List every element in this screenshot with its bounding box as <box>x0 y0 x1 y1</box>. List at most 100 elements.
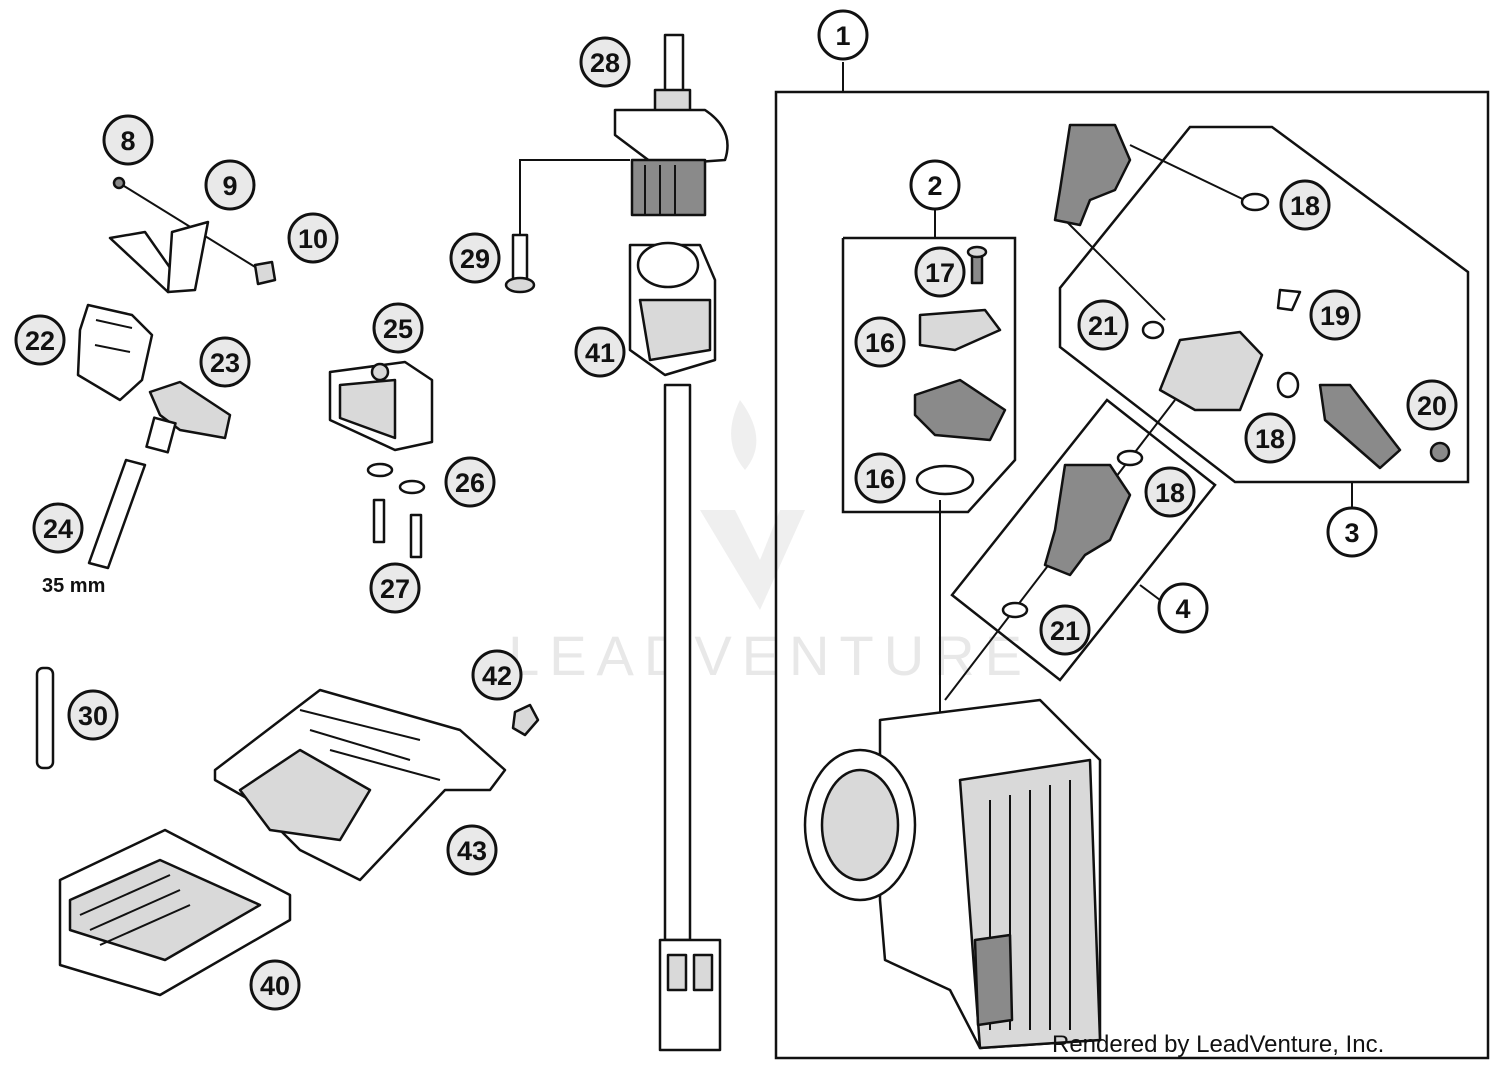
callout-number: 17 <box>925 258 955 288</box>
callout-circle <box>1157 582 1209 634</box>
callout-18: 18 <box>1144 466 1196 518</box>
callout-circle <box>1406 379 1458 431</box>
callout-number: 23 <box>210 348 240 378</box>
bracket-assembly <box>108 176 277 294</box>
leadventure-watermark: LEADVENTURE <box>508 400 1032 687</box>
callout-23: 23 <box>199 336 251 388</box>
callout-circle <box>1039 604 1091 656</box>
callout-number: 1 <box>835 21 850 51</box>
callout-18: 18 <box>1244 412 1296 464</box>
callout-30: 30 <box>67 689 119 741</box>
callout-24: 24 <box>32 502 84 554</box>
callout-26: 26 <box>444 456 496 508</box>
callout-number: 20 <box>1417 391 1447 421</box>
bracket-screw <box>511 703 540 737</box>
fuel-injector-lower <box>1001 449 1144 619</box>
callout-circle <box>372 302 424 354</box>
callout-22: 22 <box>14 314 66 366</box>
callout-layer: 1234891016161718181819202121222324252627… <box>14 9 1458 1011</box>
callout-number: 41 <box>585 338 615 368</box>
control-module <box>328 360 434 452</box>
callout-17: 17 <box>914 246 966 298</box>
callout-number: 18 <box>1155 478 1185 508</box>
callout-circle <box>854 452 906 504</box>
callout-circle <box>854 316 906 368</box>
callout-circle <box>471 649 523 701</box>
throttle-body <box>803 698 1102 1050</box>
callout-8: 8 <box>102 114 154 166</box>
callout-number: 2 <box>927 171 942 201</box>
callout-number: 30 <box>78 701 108 731</box>
assembly-2-frame <box>841 210 1017 514</box>
callout-number: 29 <box>460 244 490 274</box>
ecu-bracket <box>213 688 507 882</box>
callout-number: 22 <box>25 326 55 356</box>
callout-1: 1 <box>817 9 869 61</box>
rubber-strap <box>35 666 55 770</box>
callout-number: 16 <box>865 328 895 358</box>
callout-circle <box>817 9 869 61</box>
callout-circle <box>369 562 421 614</box>
callout-10: 10 <box>287 212 339 264</box>
pressure-sensor <box>1158 288 1451 470</box>
callout-20: 20 <box>1406 379 1458 431</box>
callout-42: 42 <box>471 649 523 701</box>
callout-number: 42 <box>482 661 512 691</box>
callout-number: 3 <box>1344 518 1359 548</box>
callout-number: 27 <box>380 574 410 604</box>
sensor-bolt <box>504 159 630 294</box>
callout-9: 9 <box>204 159 256 211</box>
callout-number: 43 <box>457 836 487 866</box>
callout-3: 3 <box>1326 506 1378 558</box>
callout-circle <box>249 959 301 1011</box>
callout-circle <box>1309 289 1361 341</box>
callout-circle <box>914 246 966 298</box>
fuel-injector-upper <box>1053 123 1270 340</box>
callout-circle <box>1144 466 1196 518</box>
callout-circle <box>909 159 961 211</box>
callout-number: 24 <box>43 514 73 544</box>
callout-27: 27 <box>369 562 421 614</box>
position-sensor <box>613 33 729 217</box>
callout-28: 28 <box>579 36 631 88</box>
vacuum-hose <box>87 458 147 570</box>
callout-4: 4 <box>1157 582 1209 634</box>
washers <box>366 462 426 495</box>
callout-circle <box>1077 299 1129 351</box>
callout-number: 21 <box>1088 311 1118 341</box>
callout-circle <box>67 689 119 741</box>
callout-number: 9 <box>222 171 237 201</box>
callout-circle <box>1279 179 1331 231</box>
callout-circle <box>287 212 339 264</box>
callout-number: 26 <box>455 468 485 498</box>
callout-number: 21 <box>1050 616 1080 646</box>
dimension-label: 35 mm <box>42 575 105 597</box>
assembly-3-frame <box>1058 125 1470 508</box>
callout-number: 8 <box>120 126 135 156</box>
callout-16: 16 <box>854 452 906 504</box>
credit-text: Rendered by LeadVenture, Inc. <box>1052 1031 1384 1058</box>
callout-circle <box>446 824 498 876</box>
callout-circle <box>204 159 256 211</box>
callout-circle <box>574 326 626 378</box>
assembly-4-frame <box>950 398 1217 682</box>
callout-circle <box>102 114 154 166</box>
callout-41: 41 <box>574 326 626 378</box>
callout-number: 10 <box>298 224 328 254</box>
callout-circle <box>1326 506 1378 558</box>
callout-43: 43 <box>446 824 498 876</box>
assembly-1-frame <box>774 62 1490 1060</box>
callout-number: 18 <box>1290 191 1320 221</box>
tps-assembly <box>913 245 1007 496</box>
callout-2: 2 <box>909 159 961 211</box>
map-sensor <box>145 380 232 454</box>
callout-circle <box>32 502 84 554</box>
callout-29: 29 <box>449 232 501 284</box>
callout-21: 21 <box>1039 604 1091 656</box>
watermark-text: LEADVENTURE <box>508 624 1032 687</box>
mounting-bolts <box>372 498 423 559</box>
wiring-harness <box>628 241 722 1052</box>
callout-circle <box>579 36 631 88</box>
callout-number: 19 <box>1320 301 1350 331</box>
